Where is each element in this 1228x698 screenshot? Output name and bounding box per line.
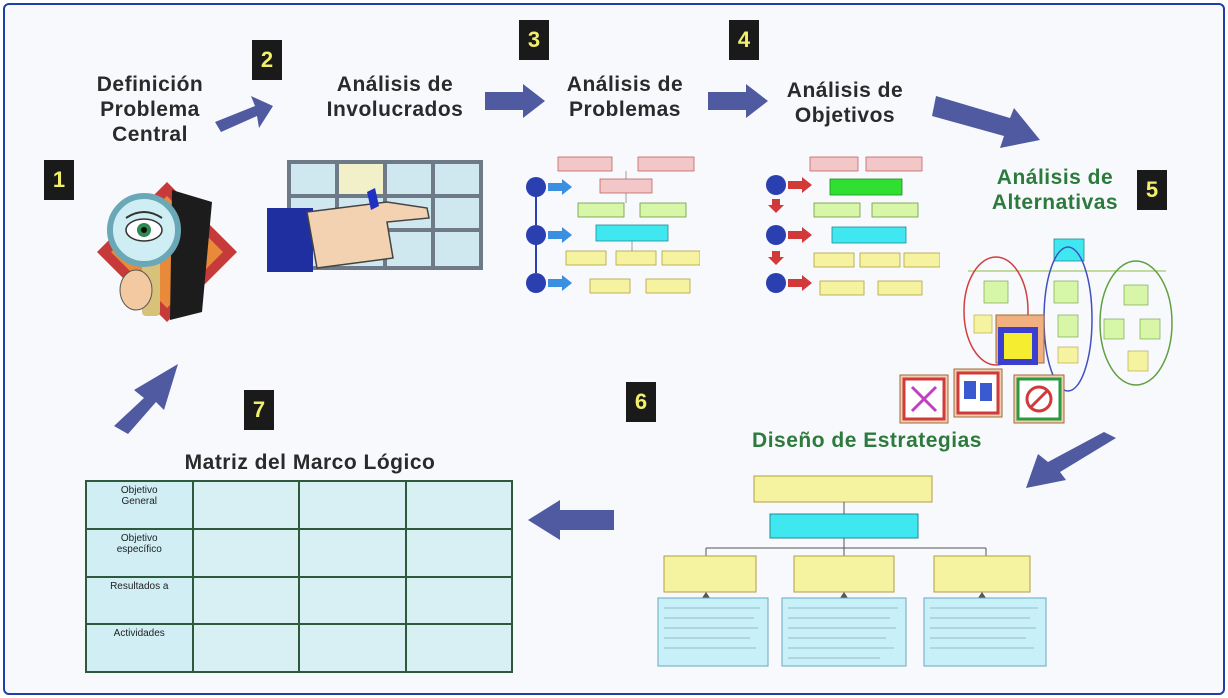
problem-tree-icon	[526, 156, 700, 294]
objective-tree-icon	[766, 156, 940, 296]
step-6-title: Diseño de Estrategias	[752, 429, 982, 452]
step-4-title: Análisis de Objetivos	[786, 79, 904, 127]
matrix-row-label: Objetivo General	[85, 480, 194, 530]
matrix-row-label: Objetivo específico	[85, 527, 194, 578]
matrix-row: Actividades	[85, 623, 513, 673]
arrow-5-to-6	[1026, 432, 1116, 488]
matrix-cell	[191, 527, 300, 578]
matrix-cell	[191, 575, 300, 626]
step-4-number: 4	[729, 20, 759, 60]
step-6-number: 6	[626, 382, 656, 422]
matrix-row-label: Resultados a	[85, 575, 194, 626]
matrix-cell	[191, 623, 300, 673]
arrow-4-to-5	[932, 96, 1040, 148]
strategy-tree-icon	[657, 475, 1047, 667]
matrix-row-label-text: Objetivo General	[120, 485, 158, 507]
step-3-title: Análisis de Problemas	[566, 73, 684, 121]
matrix-row: Objetivo específico	[85, 527, 513, 578]
matrix-row: Objetivo General	[85, 480, 513, 530]
logical-framework-matrix: Objetivo General Objetivo específico Res…	[85, 480, 513, 673]
matrix-cell	[298, 527, 407, 578]
step-1-number: 1	[44, 160, 74, 200]
step-1-title: Definición Problema Central	[96, 73, 204, 146]
arrow-1-to-2	[215, 96, 273, 132]
matrix-cell	[404, 623, 513, 673]
matrix-row: Resultados a	[85, 575, 513, 626]
step-3-number: 3	[519, 20, 549, 60]
hand-pointer-icon	[267, 160, 483, 272]
matrix-cell	[298, 575, 407, 626]
step-2-number: 2	[252, 40, 282, 80]
arrow-6-to-7	[528, 500, 614, 540]
step-5-title: Análisis de Alternativas	[991, 166, 1119, 214]
matrix-cell	[298, 623, 407, 673]
matrix-row-label-text: Actividades	[113, 628, 165, 640]
step-2-title: Análisis de Involucrados	[326, 73, 464, 121]
magnifier-icon	[97, 182, 237, 322]
arrow-7-to-1	[114, 364, 178, 434]
step-5-number: 5	[1137, 170, 1167, 210]
matrix-cell	[191, 480, 300, 530]
matrix-row-label: Actividades	[85, 623, 194, 673]
arrow-3-to-4	[708, 84, 768, 118]
matrix-row-label-text: Objetivo específico	[116, 532, 162, 555]
matrix-row-label-text: Resultados a	[110, 580, 169, 592]
step-7-number: 7	[244, 390, 274, 430]
matrix-cell	[404, 527, 513, 578]
arrow-2-to-3	[485, 84, 545, 118]
matrix-cell	[404, 575, 513, 626]
matrix-cell	[404, 480, 513, 530]
matrix-cell	[298, 480, 407, 530]
alternatives-tree-icon	[899, 238, 1173, 424]
step-7-title: Matriz del Marco Lógico	[184, 451, 436, 474]
